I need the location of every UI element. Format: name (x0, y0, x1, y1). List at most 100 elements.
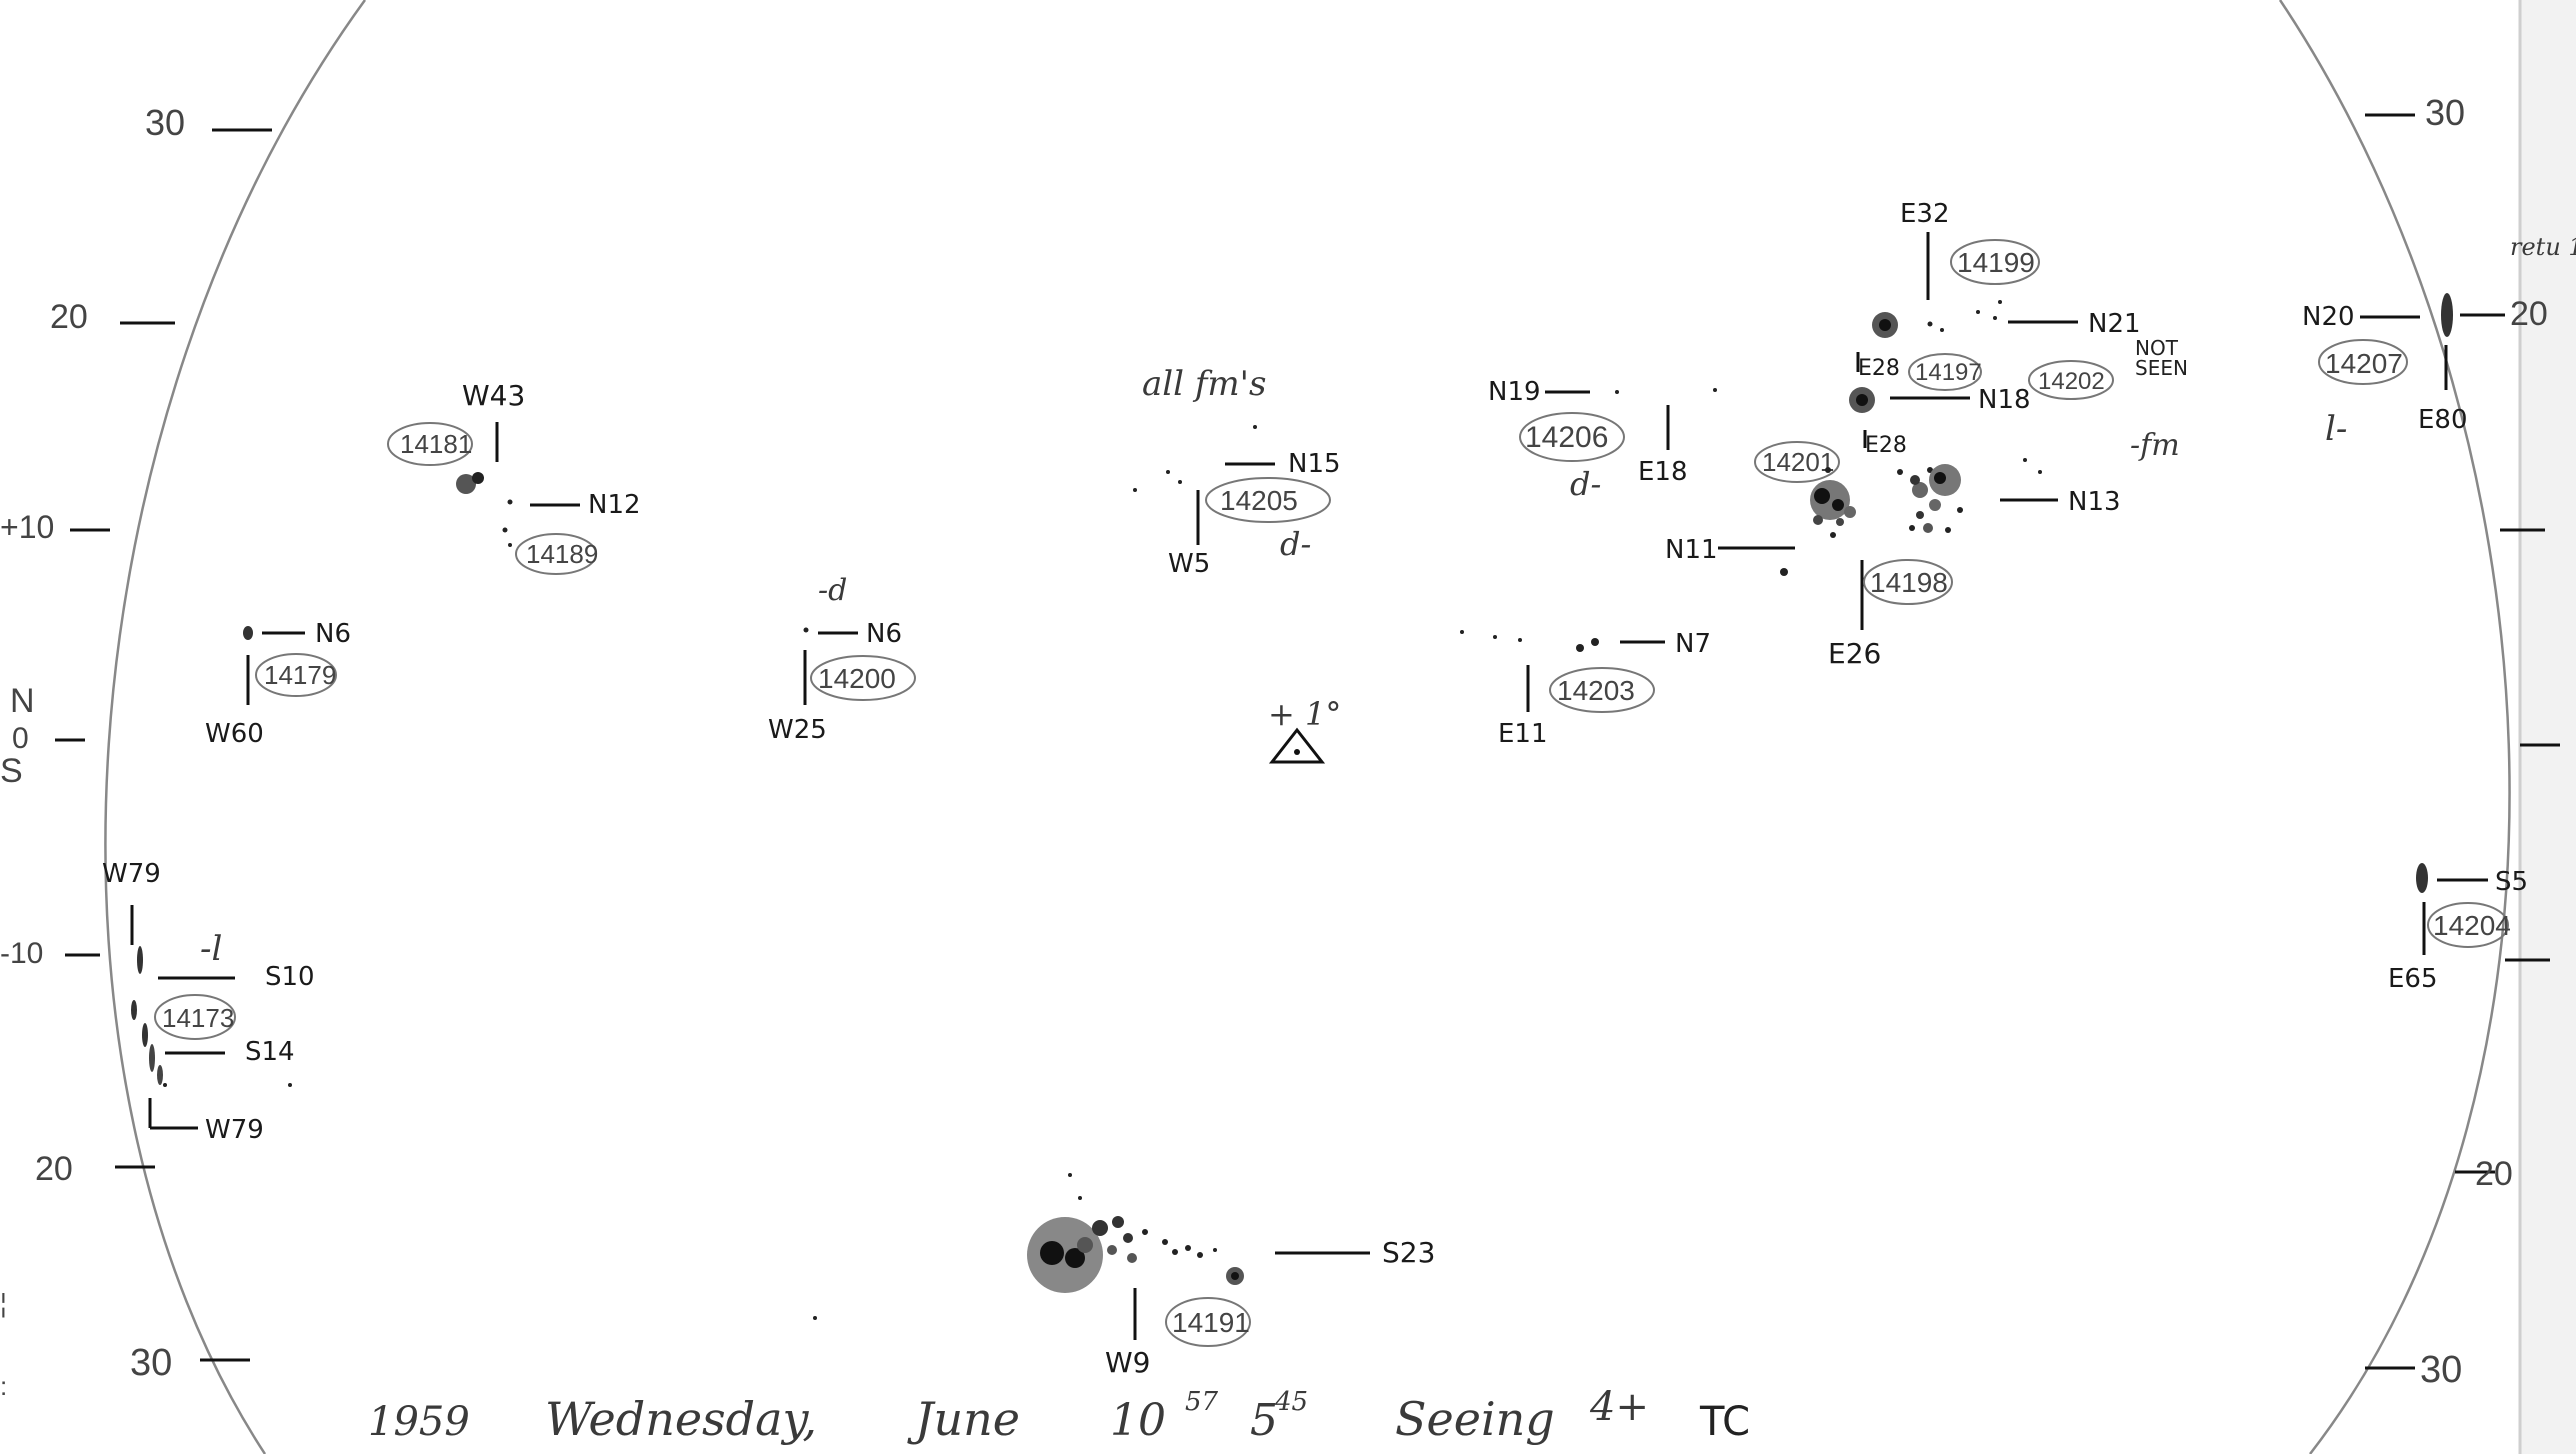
region-number: 14202 (2038, 368, 2105, 395)
region-number: 14181 (400, 429, 472, 459)
right-latitude-scale: 30 20 20 30 retu 14 (2365, 92, 2576, 1391)
left-latitude-scale: 30 20 +10 N 0 S -10 20 30 ¦ : (0, 102, 272, 1401)
observation-footer: 1959 Wednesday, June 10 57 5 45 Seeing 4… (368, 1384, 1750, 1446)
region-number: 14198 (1870, 567, 1948, 598)
month: June (907, 1392, 1020, 1446)
disk-center-mark: + 1° (1268, 695, 1341, 764)
region-number: 14189 (526, 539, 598, 569)
region-14173: W79 -l S10 14173 S14 W79 (102, 859, 315, 1145)
time: 5 (1250, 1395, 1278, 1446)
latitude-label: S14 (245, 1037, 295, 1067)
annotation: -fm (2130, 428, 2180, 463)
longitude-label: E28 (1858, 356, 1900, 381)
region-number: 14191 (1172, 1307, 1250, 1338)
annotation: -l (200, 929, 222, 969)
latitude-label: S10 (265, 962, 315, 992)
lat-label: 0 (12, 722, 29, 755)
not-seen-note: NOT (2135, 336, 2179, 360)
annotation: -d (818, 573, 847, 608)
observer-initials: TC (1699, 1399, 1750, 1445)
region-14202: 14202 NOT SEEN (2028, 336, 2188, 400)
lat-label: N (10, 682, 35, 720)
region-number: 14203 (1557, 675, 1635, 706)
longitude-label: E26 (1828, 637, 1881, 670)
latitude-label: N6 (866, 619, 902, 649)
center-annotation: + 1° (1268, 695, 1341, 733)
solar-limb-left (104, 0, 367, 1454)
region-number: 14173 (162, 1003, 234, 1033)
region-number: 14201 (1762, 447, 1834, 477)
lat-label: 20 (2510, 295, 2548, 333)
region-14197: E28 14197 N18 (1849, 352, 2031, 415)
longitude-label: E18 (1638, 457, 1688, 487)
region-number: 14206 (1525, 421, 1608, 454)
region-14203: N7 14203 E11 (1460, 629, 1711, 749)
latitude-label: N12 (588, 490, 641, 520)
latitude-label: N15 (1288, 449, 1341, 479)
annotation: all fm's (1142, 364, 1266, 404)
svg-text::: : (0, 1371, 7, 1401)
seeing-value: 4+ (1589, 1384, 1649, 1430)
latitude-label: N7 (1675, 629, 1711, 659)
longitude-label: W25 (768, 715, 827, 745)
region-number: 14179 (264, 660, 336, 690)
seeing-label: Seeing (1395, 1392, 1555, 1446)
latitude-label: N18 (1978, 385, 2031, 415)
region-number: 14200 (818, 663, 896, 694)
weekday: Wednesday, (545, 1392, 817, 1446)
latitude-label: N13 (2068, 487, 2121, 517)
lat-label: +10 (0, 509, 54, 545)
annotation: d- (1570, 465, 1601, 503)
longitude-label: W9 (1105, 1346, 1151, 1379)
longitude-label: E80 (2418, 405, 2468, 435)
region-number: 14205 (1220, 485, 1298, 516)
region-14201: E28 14201 N13 -fm (1754, 428, 2180, 538)
time-superscript: 45 (1274, 1387, 1308, 1417)
region-number: 14204 (2433, 910, 2511, 941)
margin-note: retu 14 (2510, 233, 2576, 261)
lat-label: 20 (35, 1150, 73, 1188)
region-14204: S5 14204 E65 (2388, 863, 2528, 994)
lat-label: 20 (50, 298, 88, 336)
longitude-label: E11 (1498, 719, 1548, 749)
region-14181: W43 14181 N12 14189 (387, 379, 641, 575)
region-14207: N20 14207 l- E80 (2302, 293, 2468, 449)
latitude-label: N21 (2088, 309, 2141, 339)
solar-limb-right (2278, 0, 2511, 1454)
lat-label: 30 (2420, 1349, 2462, 1391)
latitude-label: N19 (1488, 377, 1541, 407)
latitude-label: N11 (1665, 535, 1718, 565)
longitude-label: E32 (1900, 199, 1950, 229)
year: 1959 (368, 1399, 470, 1445)
longitude-label: W60 (205, 719, 264, 749)
region-number: 14207 (2325, 348, 2403, 379)
lat-label: S (0, 752, 23, 790)
latitude-label: N20 (2302, 302, 2355, 332)
lat-label: 20 (2475, 1155, 2513, 1193)
svg-text:¦: ¦ (0, 1288, 7, 1318)
longitude-label: W43 (462, 379, 525, 412)
lat-label: -10 (0, 937, 43, 970)
region-14206: N19 14206 d- E18 (1488, 377, 1717, 503)
latitude-label: S5 (2495, 867, 2528, 897)
longitude-label: E28 (1865, 433, 1907, 458)
date-superscript: 57 (1185, 1387, 1219, 1417)
latitude-label: N6 (315, 619, 351, 649)
longitude-label: W79 (205, 1115, 264, 1145)
lat-label: 30 (130, 1342, 172, 1384)
region-14179: N6 14179 W60 (205, 619, 351, 749)
annotation: d- (1280, 525, 1311, 563)
date: 10 (1110, 1395, 1166, 1446)
svg-text:SEEN: SEEN (2135, 356, 2188, 380)
region-number: 14197 (1915, 359, 1982, 386)
longitude-label: W5 (1168, 549, 1210, 579)
region-14198: N11 14198 E26 (1665, 535, 1953, 670)
longitude-label: W79 (102, 859, 161, 889)
lat-label: 30 (2425, 92, 2465, 133)
region-14191: S23 14191 W9 (813, 1173, 1435, 1379)
region-14200: -d N6 14200 W25 (768, 573, 916, 745)
longitude-label: E65 (2388, 964, 2438, 994)
region-14199: E32 14199 N21 (1872, 199, 2141, 339)
annotation: l- (2325, 409, 2347, 449)
